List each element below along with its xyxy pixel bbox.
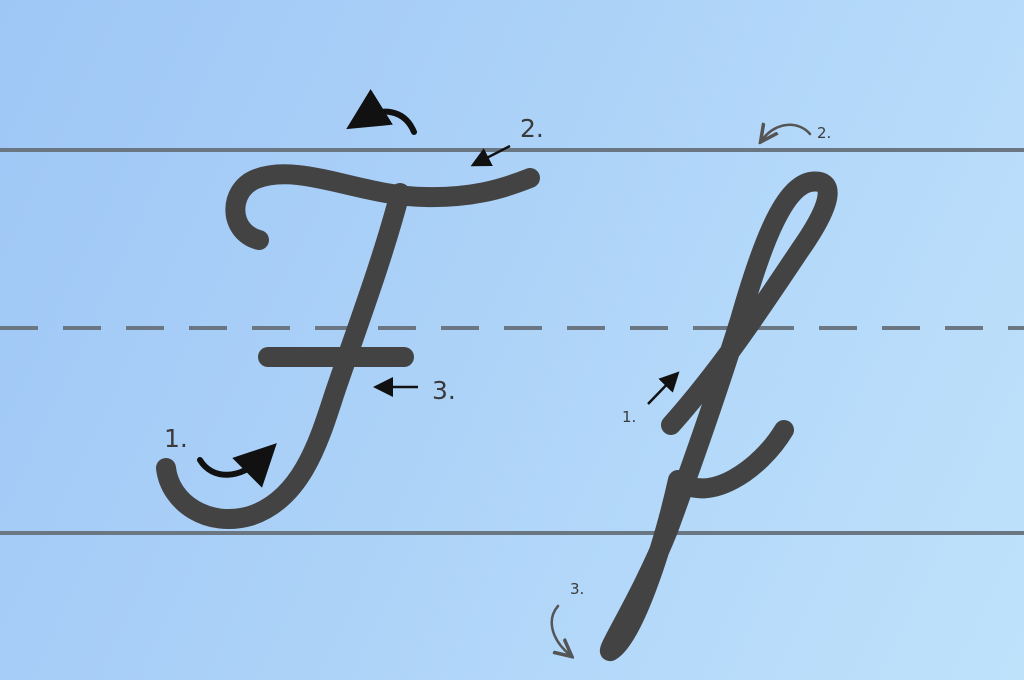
uppercase-f-letter	[156, 164, 540, 530]
uppercase-f-step3-label: 3.	[432, 376, 456, 405]
lowercase-f-step1-label: 1.	[622, 408, 637, 426]
uppercase-f-step2-pointer-arrow	[470, 144, 511, 167]
lowercase-f-letter	[600, 171, 838, 662]
uppercase-f-step2-label: 2.	[520, 114, 544, 143]
lowercase-f-step1-pointer-arrow	[647, 371, 680, 405]
uppercase-f-step2-curved-arrow	[346, 89, 417, 135]
lowercase-f-step3-curved-arrow	[550, 604, 570, 655]
lowercase-f-step2-label: 2.	[817, 124, 832, 142]
uppercase-f-step1-curved-arrow	[197, 443, 277, 488]
uppercase-f-top-swash	[225, 164, 540, 250]
uppercase-f-stem	[156, 183, 410, 530]
lowercase-f-loop-stroke	[600, 171, 838, 662]
lowercase-f-step3-label: 3.	[570, 580, 585, 598]
uppercase-f-step1-label: 1.	[164, 424, 188, 453]
lowercase-f-step2-curved-arrow	[762, 125, 812, 140]
